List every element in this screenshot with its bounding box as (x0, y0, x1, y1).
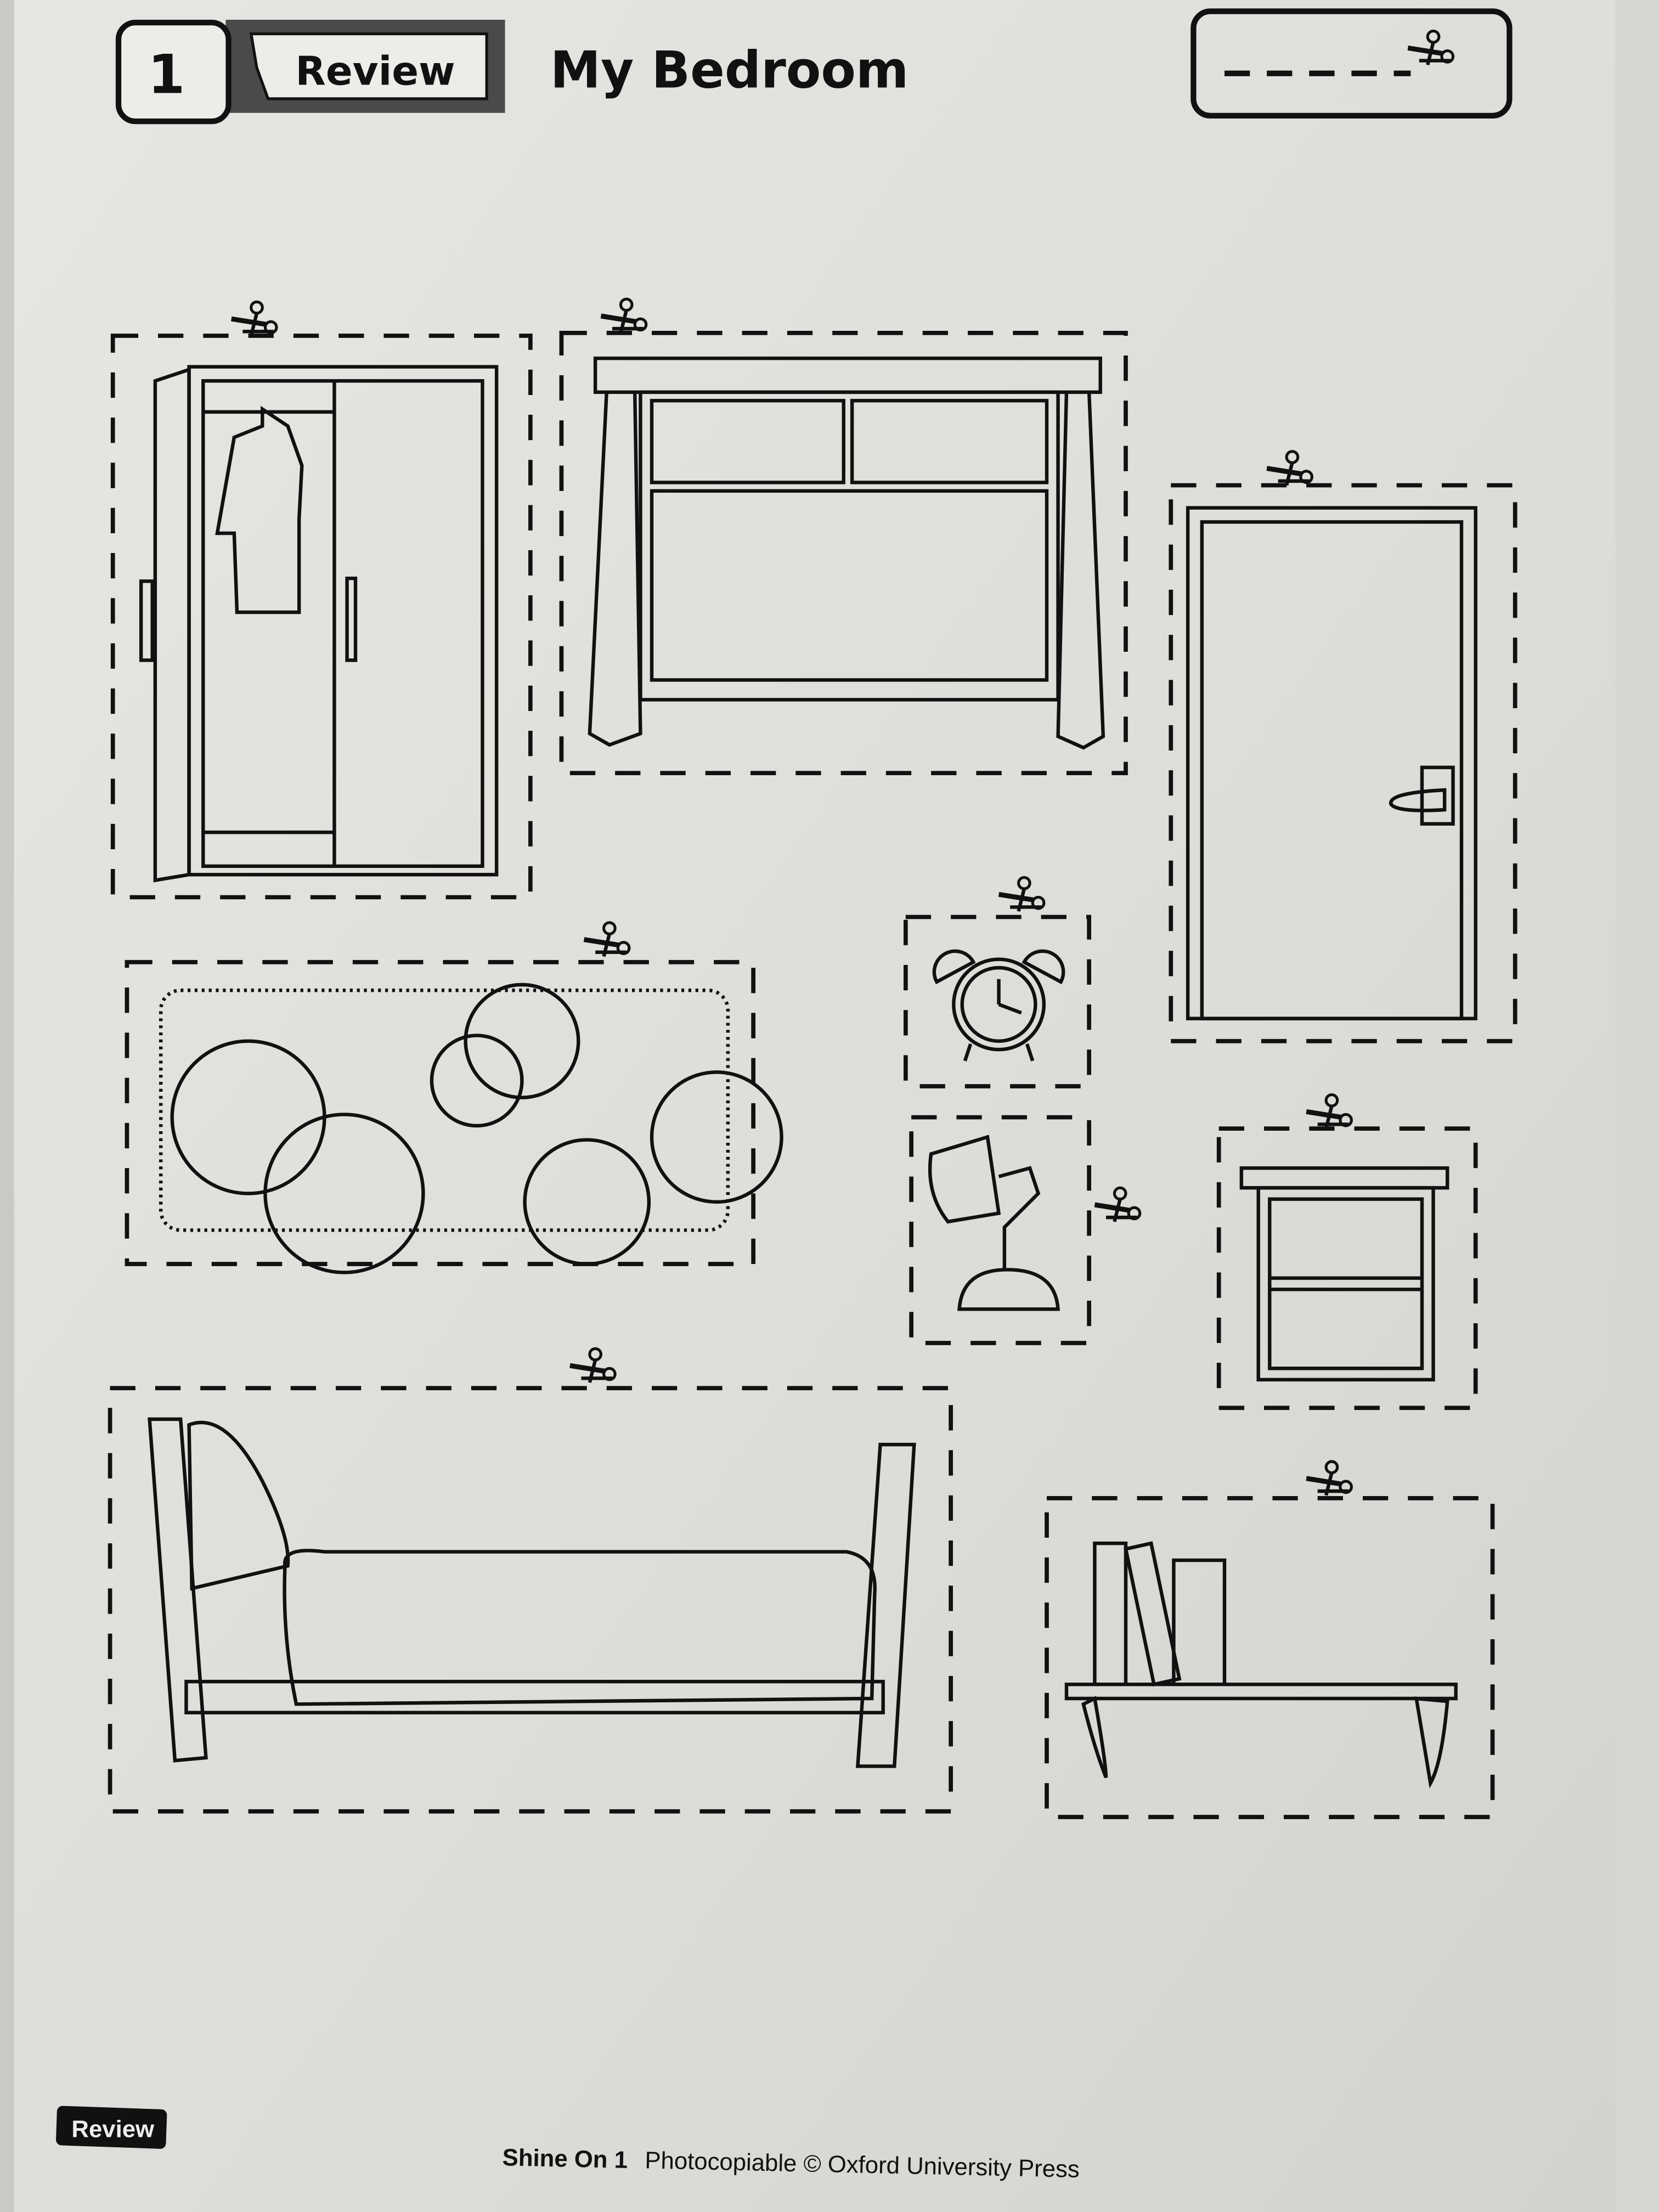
bed-icon (148, 1417, 916, 1768)
lamp-icon (928, 1135, 1060, 1311)
window-icon (588, 356, 1105, 750)
footer-book-title: Shine On 1 (502, 2144, 628, 2174)
bedside-table-icon (1239, 1166, 1449, 1382)
cutout-bed[interactable] (108, 1386, 953, 1814)
cutout-lamp[interactable] (909, 1115, 1092, 1345)
cutout-window[interactable] (559, 331, 1128, 775)
cutout-clock[interactable] (904, 915, 1092, 1088)
rug-icon (159, 983, 783, 1274)
section-label: Review (295, 48, 455, 94)
page-title: My Bedroom (550, 40, 909, 99)
wardrobe-icon (139, 365, 499, 883)
footer-review-badge (56, 2106, 167, 2149)
cutout-rug[interactable] (125, 960, 755, 1266)
footer-review-label: Review (71, 2116, 155, 2143)
header: 1 Review My Bedroom (115, 8, 1513, 125)
unit-number-badge (115, 20, 232, 125)
cutout-shelf[interactable] (1045, 1496, 1495, 1819)
clock-icon (932, 949, 1065, 1062)
shelf-icon (1064, 1541, 1458, 1788)
unit-number: 1 (148, 44, 185, 106)
cutout-wardrobe[interactable] (110, 334, 533, 900)
paper-sheet (14, 0, 1616, 2212)
door-icon (1186, 506, 1477, 1020)
cut-instruction-box (1190, 8, 1513, 119)
